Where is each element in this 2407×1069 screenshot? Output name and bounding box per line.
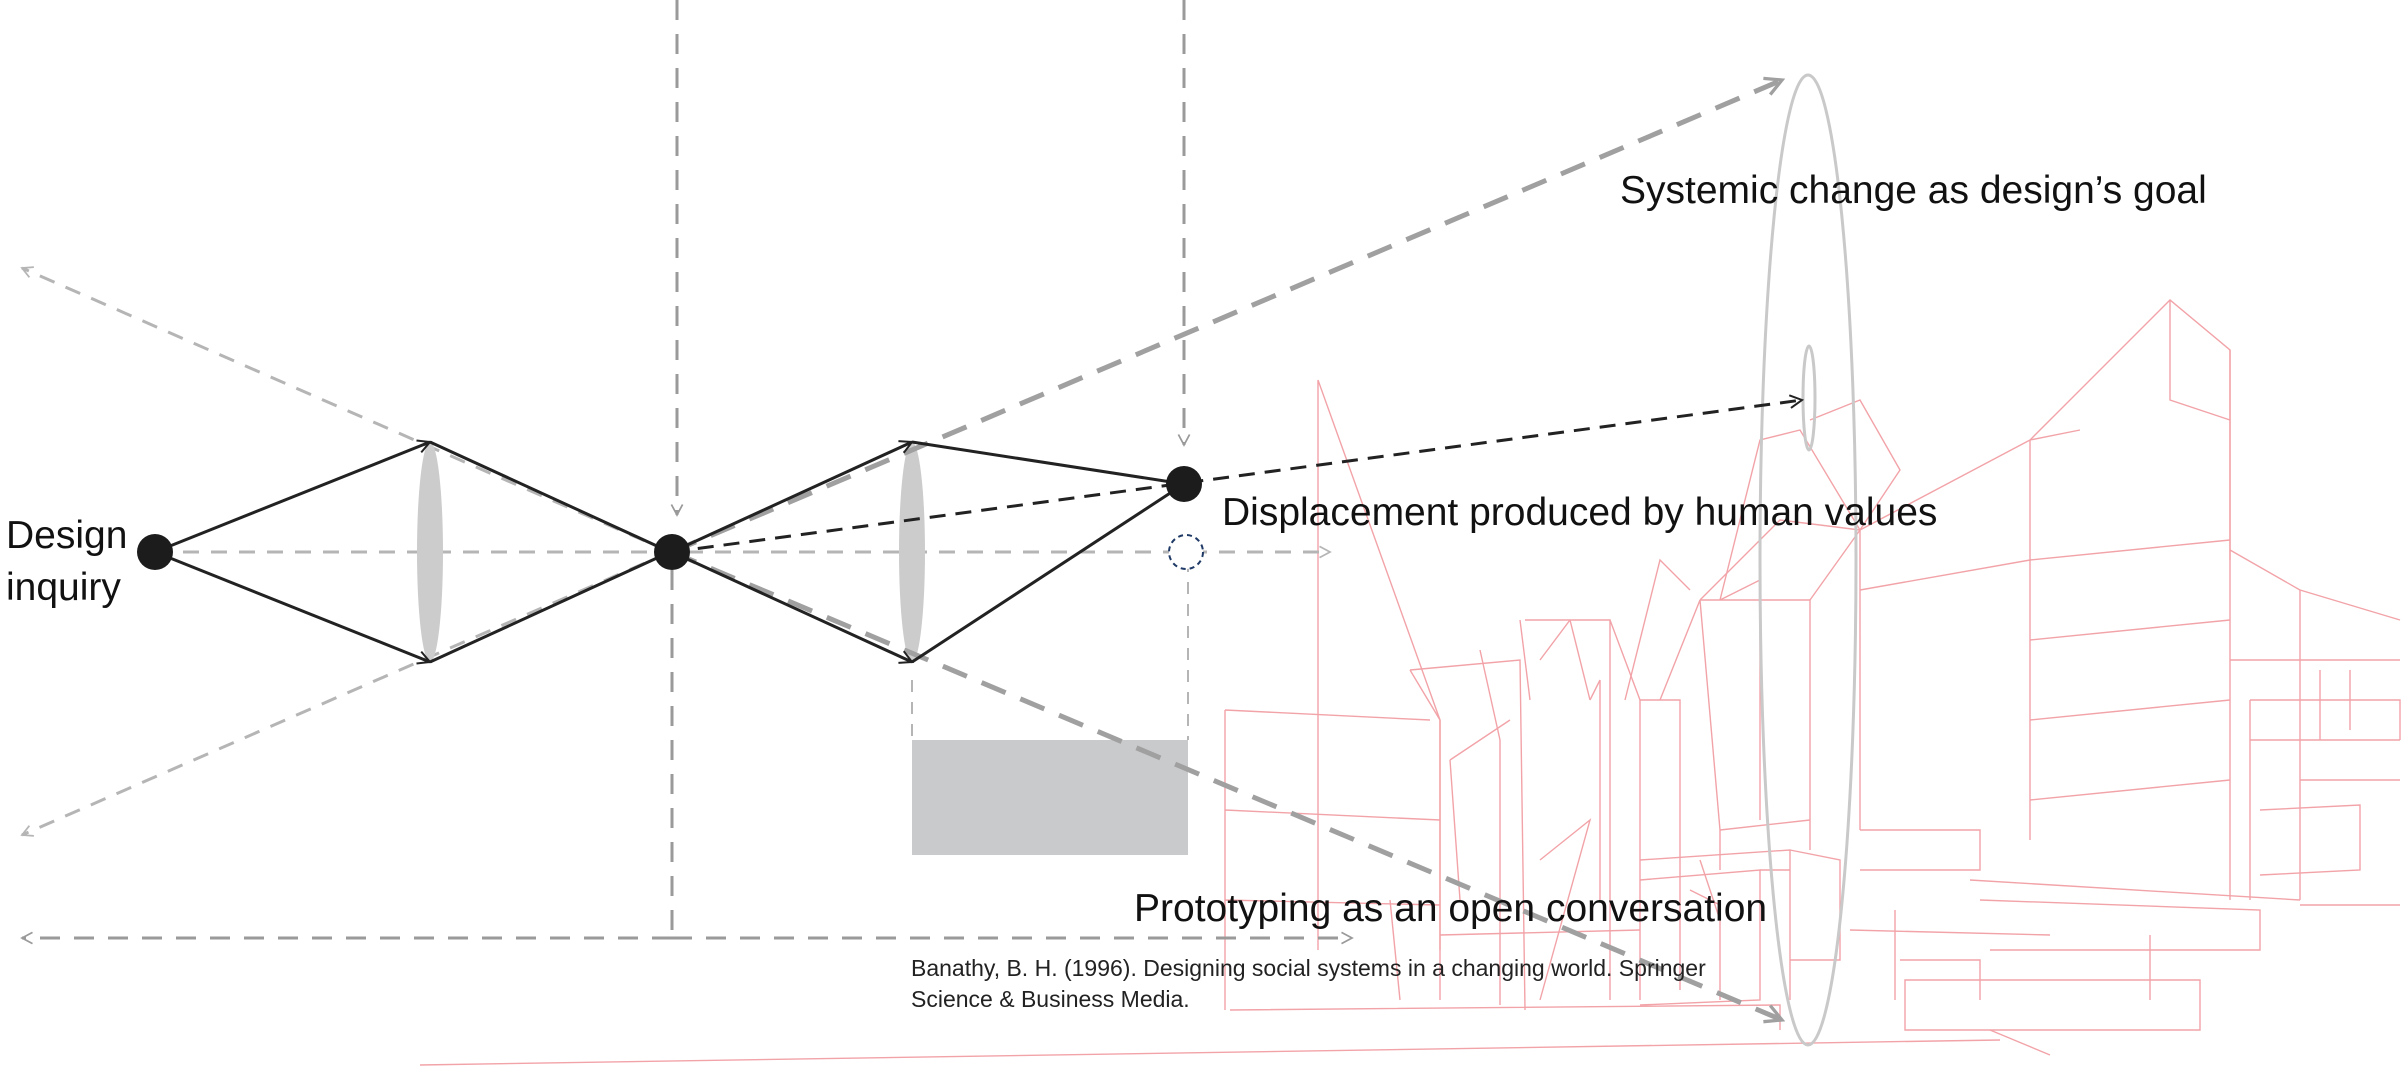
second-diamond — [671, 440, 1187, 664]
dashed-arrow-up — [671, 80, 1782, 555]
prototyping-label: Prototyping as an open conversation — [1134, 887, 1767, 930]
systemic-change-label: Systemic change as design’s goal — [1620, 169, 2207, 212]
prototype-box — [912, 740, 1188, 855]
first-diamond — [154, 439, 672, 665]
displacement-label: Displacement produced by human values — [1222, 491, 1937, 534]
lens-2 — [899, 442, 925, 662]
lens-1 — [417, 442, 443, 662]
center-node — [654, 534, 690, 570]
citation-line2: Science & Business Media. — [911, 986, 1190, 1012]
marker-circle — [1168, 534, 1204, 570]
design-inquiry-label-line1: Design — [6, 514, 127, 557]
left-diverge-up — [20, 266, 671, 554]
displacement-node — [1166, 466, 1202, 502]
building-illustration — [419, 299, 2401, 1066]
small-target-ellipse — [1801, 344, 1817, 452]
design-inquiry-label-line2: inquiry — [6, 566, 121, 609]
design-inquiry-node — [137, 534, 173, 570]
human-values-arrow — [671, 394, 1805, 554]
dashed-arrow-down — [671, 549, 1782, 1020]
left-diverge-down — [20, 550, 671, 837]
systemic-change-ellipse — [1758, 73, 1858, 1047]
citation-line1: Banathy, B. H. (1996). Designing social … — [911, 955, 1706, 981]
